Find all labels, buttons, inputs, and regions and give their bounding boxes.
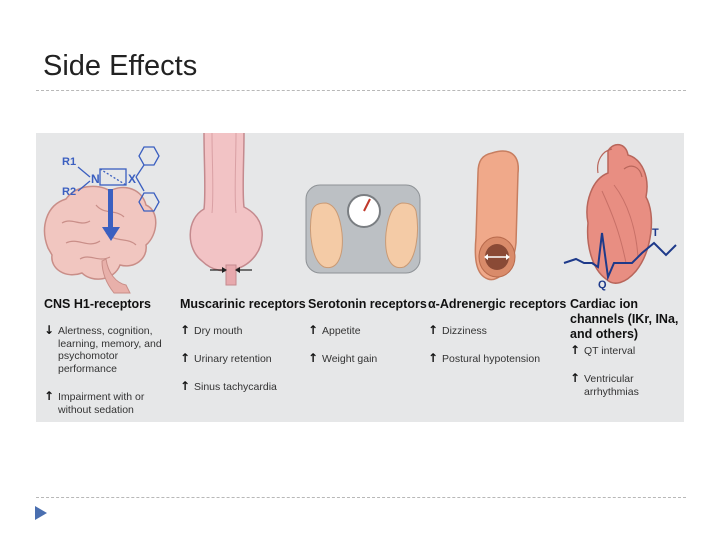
effect-qt-interval: QT interval	[584, 345, 635, 358]
column-title-muscarinic: Muscarinic receptors	[180, 297, 306, 312]
structure-label-x: X	[128, 172, 136, 186]
ecg-label-q: Q	[598, 279, 607, 291]
effect-sinus-tachycardia: Sinus tachycardia	[194, 381, 277, 394]
up-arrow-icon: ↑	[180, 379, 190, 393]
column-title-cardiac: Cardiac ion channels (IKr, INa, and othe…	[570, 297, 682, 342]
column-title-cns: CNS H1-receptors	[44, 297, 151, 312]
up-arrow-icon: ↑	[428, 351, 438, 365]
down-arrow-icon: ↓	[44, 323, 54, 337]
structure-label-n: N	[91, 172, 100, 186]
structure-label-r1: R1	[62, 156, 76, 168]
effect-dizziness: Dizziness	[442, 325, 487, 338]
up-arrow-icon: ↑	[428, 323, 438, 337]
up-arrow-icon: ↑	[570, 343, 580, 357]
column-title-serotonin: Serotonin receptors	[308, 297, 427, 312]
effect-urinary-retention: Urinary retention	[194, 353, 272, 366]
up-arrow-icon: ↑	[180, 351, 190, 365]
slide-title: Side Effects	[43, 50, 197, 83]
effect-ventricular-arrhythmias: Ventricular arrhythmias	[584, 373, 674, 398]
effect-appetite: Appetite	[322, 325, 361, 338]
effect-impairment: Impairment with or without sedation	[58, 391, 176, 416]
effect-dry-mouth: Dry mouth	[194, 325, 242, 338]
effect-weight-gain: Weight gain	[322, 353, 377, 366]
brain-icon: R1 R2 N X	[45, 147, 159, 293]
up-arrow-icon: ↑	[180, 323, 190, 337]
top-divider	[36, 90, 686, 91]
up-arrow-icon: ↑	[308, 351, 318, 365]
up-arrow-icon: ↑	[570, 371, 580, 385]
side-effects-figure: R1 R2 N X	[36, 133, 684, 422]
blood-vessel-icon	[475, 151, 518, 280]
column-title-alpha-adrenergic: α-Adrenergic receptors	[428, 297, 566, 312]
bladder-icon	[190, 133, 262, 285]
heart-icon	[564, 145, 676, 284]
up-arrow-icon: ↑	[308, 323, 318, 337]
bottom-divider	[36, 497, 686, 498]
next-slide-arrow-icon[interactable]	[34, 505, 48, 521]
scale-icon	[306, 185, 420, 273]
ecg-label-t: T	[652, 227, 659, 239]
effect-alertness: Alertness, cognition, learning, memory, …	[58, 325, 176, 375]
effect-postural-hypotension: Postural hypotension	[442, 353, 540, 366]
structure-label-r2: R2	[62, 186, 76, 198]
up-arrow-icon: ↑	[44, 389, 54, 403]
